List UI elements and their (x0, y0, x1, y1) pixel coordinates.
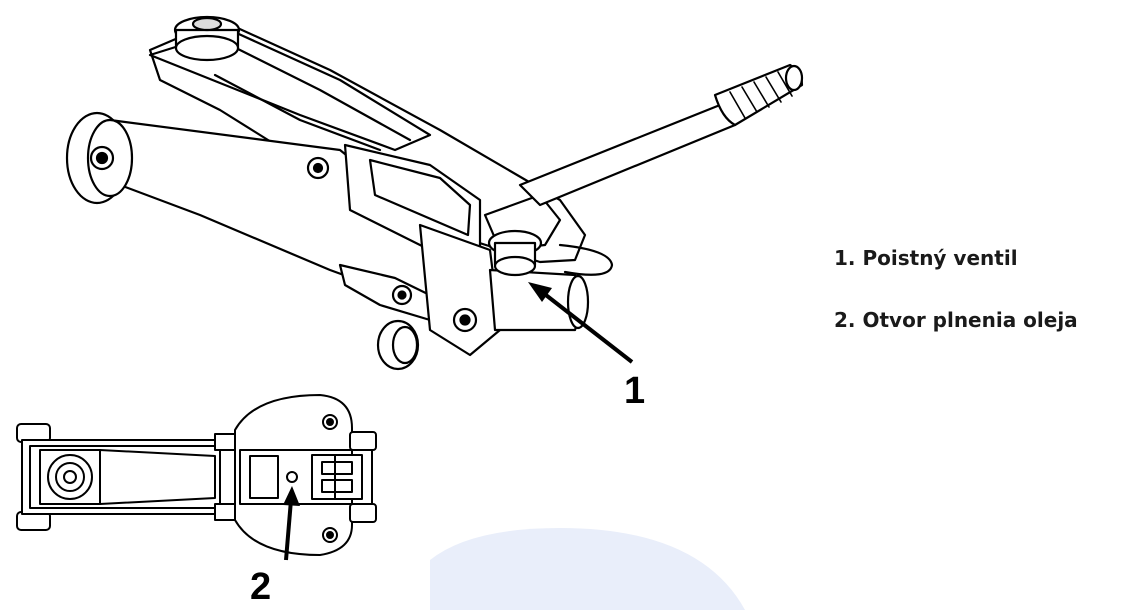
legend-item-safety-valve: 1. Poistný ventil (834, 246, 1018, 270)
jack-perspective-view (65, 15, 804, 371)
watermark-shape (430, 528, 745, 610)
arrow-1 (528, 282, 634, 364)
jack-top-view (16, 394, 377, 556)
arrow-2 (283, 486, 300, 561)
callout-number-1: 1 (624, 370, 646, 412)
legend-item-oil-fill-hole: 2. Otvor plnenia oleja (834, 308, 1078, 332)
callout-number-2: 2 (250, 566, 272, 608)
